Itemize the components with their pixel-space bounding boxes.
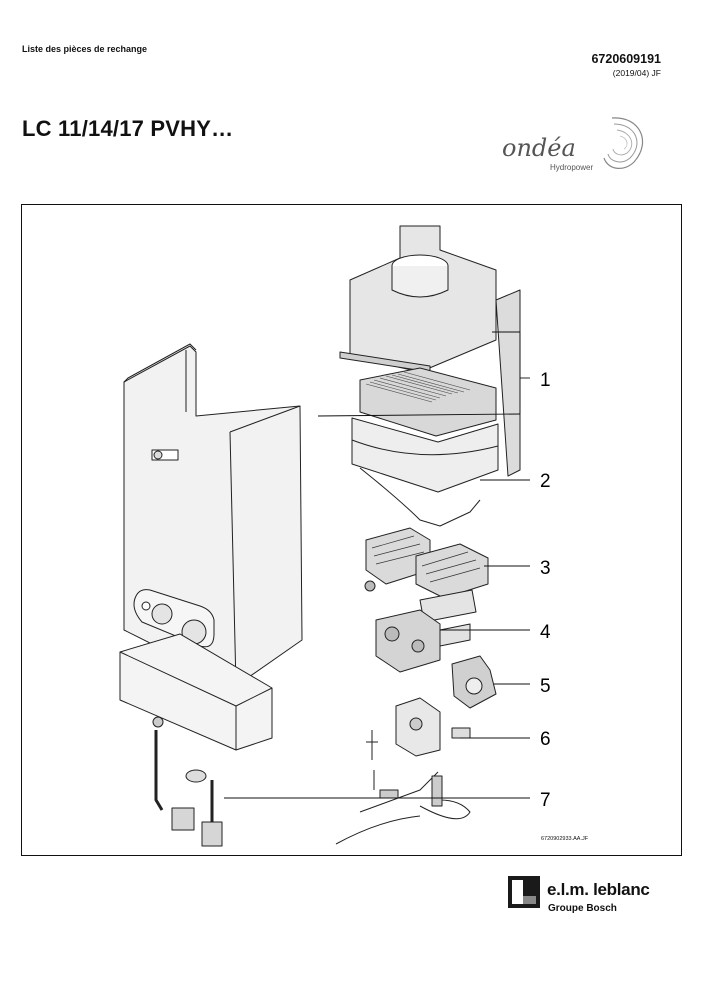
callout-5: 5 <box>540 676 551 697</box>
ondea-logo: ondéa Hydropower <box>500 112 650 182</box>
callout-3: 3 <box>540 558 551 579</box>
document-date: (2019/04) JF <box>612 68 661 78</box>
elm-leblanc-logo-icon <box>508 876 540 908</box>
brand-name: ondéa <box>502 134 576 162</box>
company-name: e.l.m. leblanc <box>547 880 650 899</box>
document-number: 6720609191 <box>591 52 661 66</box>
drawing-reference: 6720902933.AA.JF <box>541 836 589 842</box>
page-title: LC 11/14/17 PVHY… <box>22 116 234 141</box>
company-group: Groupe Bosch <box>548 903 617 914</box>
callout-7: 7 <box>540 790 551 811</box>
exploded-view-frame <box>21 204 682 856</box>
callout-6: 6 <box>540 729 551 750</box>
callout-1: 1 <box>540 370 551 391</box>
header-left-text: Liste des pièces de rechange <box>22 44 148 54</box>
callout-2: 2 <box>540 471 551 492</box>
callout-4: 4 <box>540 622 551 643</box>
brand-subtitle: Hydropower <box>550 163 593 172</box>
